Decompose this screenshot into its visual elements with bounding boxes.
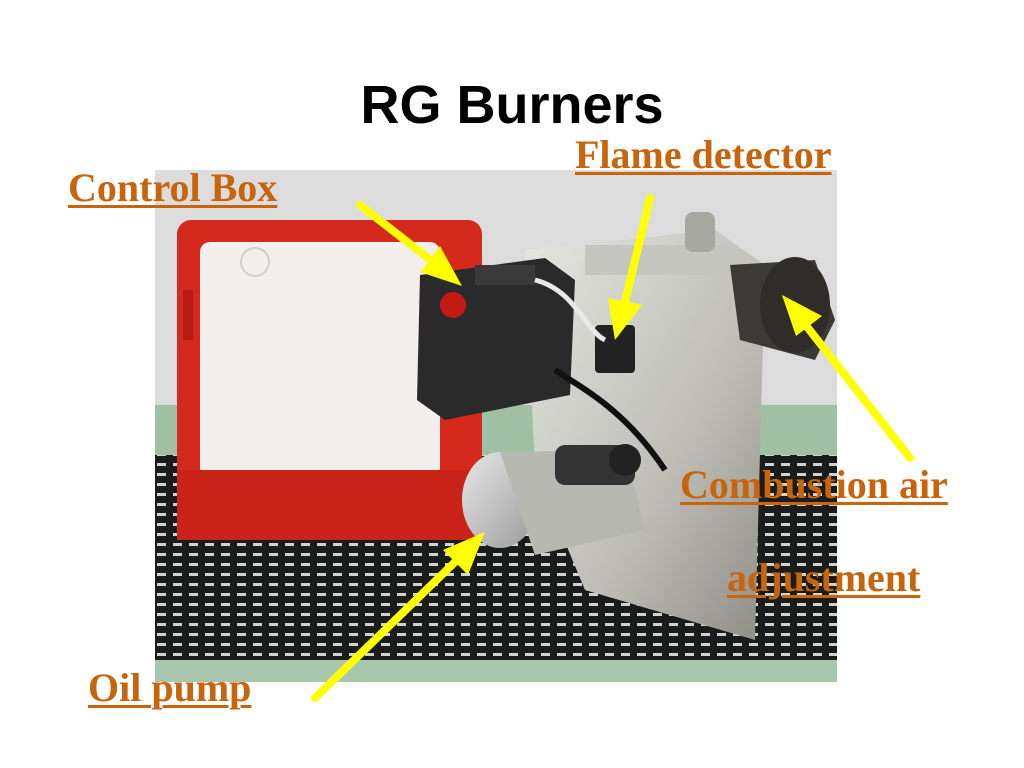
label-combustion-air-line2: adjustment — [727, 555, 921, 600]
burner-photo — [155, 170, 837, 682]
label-combustion-air-line1: Combustion air — [680, 462, 948, 507]
oil-pump-unit — [462, 444, 645, 555]
label-control-box: Control Box — [68, 165, 278, 210]
control-box-unit — [417, 258, 575, 420]
label-oil-pump: Oil pump — [88, 665, 252, 710]
label-flame-detector: Flame detector — [575, 132, 832, 177]
red-burner-cover — [177, 220, 482, 540]
slide-title: RG Burners — [360, 75, 664, 135]
flame-detector-unit — [595, 325, 635, 373]
